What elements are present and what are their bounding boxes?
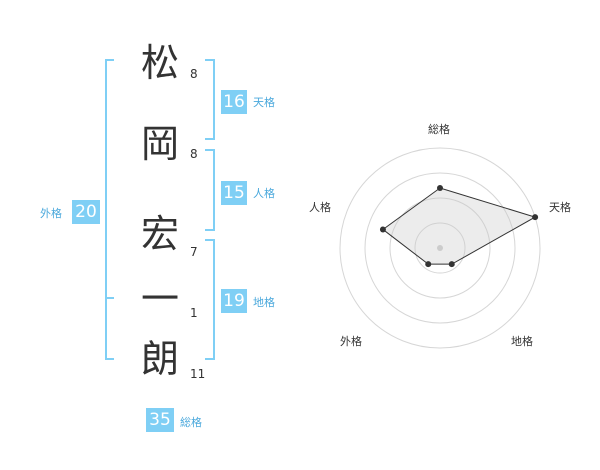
name-char-5: 朗 <box>140 337 179 381</box>
name-char-4: 一 <box>140 277 179 321</box>
radar-axis-label-soukaku: 総格 <box>428 123 450 136</box>
name-char-2: 岡 <box>140 122 179 166</box>
radar-point-3 <box>448 261 455 268</box>
radar-center-dot <box>437 245 443 251</box>
gaikaku-label: 外格 <box>40 207 62 220</box>
name-char-1: 松 <box>140 41 179 85</box>
jinkaku-bracket <box>205 149 215 231</box>
radar-grid-ring <box>389 197 491 299</box>
gaikaku-bracket <box>105 59 114 360</box>
jinkaku-label: 人格 <box>253 187 275 200</box>
radar-axis-label-gaikaku: 外格 <box>340 335 362 348</box>
radar-point-1 <box>437 185 443 191</box>
gaikaku-value: 20 <box>72 200 100 224</box>
stroke-count-4: 1 <box>190 306 198 320</box>
soukaku-label: 総格 <box>180 416 202 429</box>
stroke-count-3: 7 <box>190 245 198 259</box>
soukaku-value: 35 <box>146 408 174 432</box>
chikaku-bracket <box>205 239 215 360</box>
radar-axis-label-chikaku: 地格 <box>511 335 533 348</box>
name-char-3: 宏 <box>140 212 179 256</box>
stroke-count-2: 8 <box>190 147 198 161</box>
radar-grid-ring <box>364 172 516 324</box>
radar-axis-label-jinkaku: 人格 <box>309 201 331 214</box>
radar-point-5 <box>379 226 386 233</box>
chikaku-value: 19 <box>221 289 247 313</box>
jinkaku-value: 15 <box>221 181 247 205</box>
tenkaku-bracket <box>205 59 215 140</box>
stroke-count-5: 11 <box>190 367 206 381</box>
radar-point-4 <box>425 261 432 268</box>
stroke-count-1: 8 <box>190 67 198 81</box>
tenkaku-value: 16 <box>221 90 247 114</box>
chikaku-label: 地格 <box>253 296 275 309</box>
radar-point-2 <box>532 214 539 221</box>
radar-axis-label-tenkaku: 天格 <box>549 201 571 214</box>
radar-grid-ring <box>339 147 541 349</box>
radar-series-polygon <box>382 187 537 265</box>
radar-grid-ring <box>414 222 466 274</box>
tenkaku-label: 天格 <box>253 96 275 109</box>
